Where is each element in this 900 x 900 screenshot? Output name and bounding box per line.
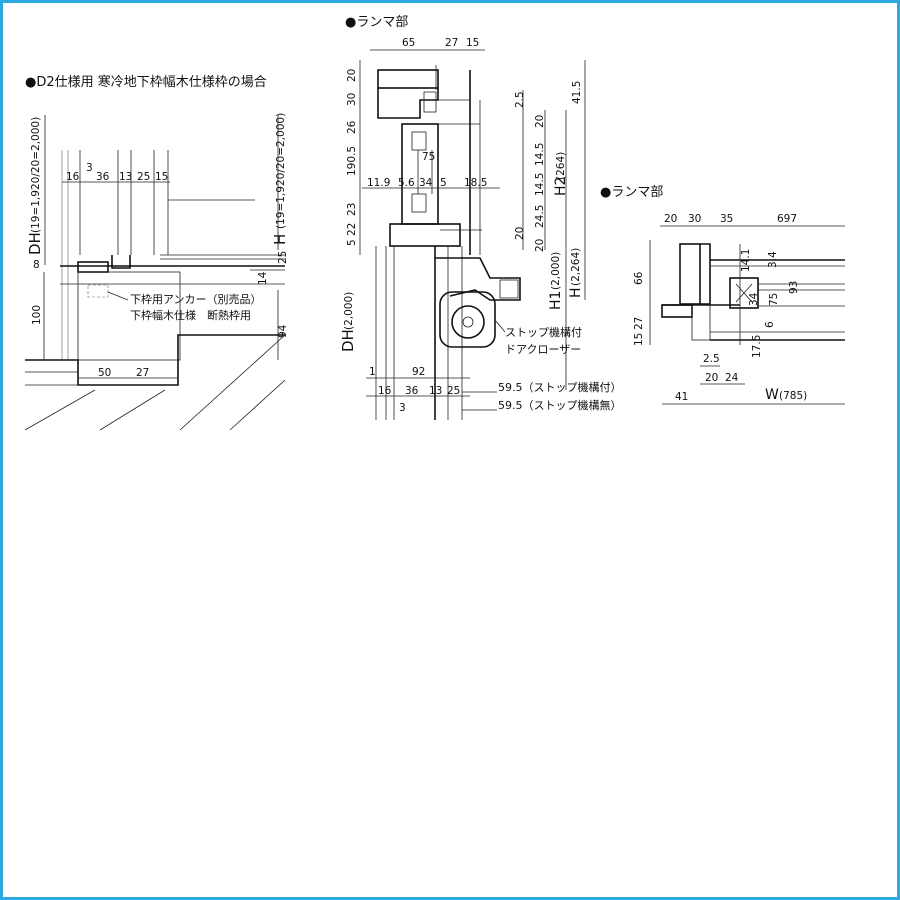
mid-dim-25: 25	[447, 385, 460, 397]
mid-note-59-5-a: 59.5（ストップ機構付）	[498, 380, 622, 394]
mid-h-label: H	[568, 287, 584, 298]
right-title: ●ランマ部	[600, 185, 663, 200]
right-dim-697: 697	[777, 213, 797, 225]
left-dim-8: 8	[33, 259, 40, 271]
left-dim-25: 25	[137, 171, 150, 183]
mid-dim-20b: 20	[514, 227, 526, 240]
right-dim-15: 15	[633, 333, 645, 346]
mid-dim-23: 23	[346, 203, 358, 216]
right-dim-24: 24	[725, 372, 739, 384]
left-dh-sub: (19=1,920/20=2,000)	[30, 117, 42, 233]
mid-h1-sub: (2,000)	[550, 252, 562, 290]
mid-title: ●ランマ部	[345, 15, 408, 30]
mid-dim-14-5a: 14.5	[534, 143, 546, 166]
right-dim-14-1: 14.1	[740, 249, 752, 272]
mid-h2-sub: (264)	[555, 152, 567, 180]
mid-dim-11-9: 11.9	[367, 177, 390, 189]
left-note-anchor: 下枠用アンカー（別売品）	[130, 292, 262, 306]
mid-dim-5b: 5	[440, 177, 447, 189]
mid-dim-5-6: 5.6	[398, 177, 415, 189]
left-dim-94: 94	[277, 324, 289, 338]
mid-dim-24-5: 24.5	[534, 205, 546, 228]
left-title: ●D2仕様用 寒冷地下枠幅木仕様枠の場合	[25, 74, 267, 90]
mid-dim-1: 1	[369, 366, 376, 378]
right-detail: ●ランマ部 20 30 35 697 66 27 15 14.1 3.4 34 …	[600, 185, 845, 405]
left-h-sub: (19=1,920/20=2,000)	[275, 113, 287, 229]
mid-dim-36: 36	[405, 385, 419, 397]
mid-dim-22: 22	[346, 223, 358, 236]
left-dim-13: 13	[119, 171, 132, 183]
mid-dim-14-5b: 14.5	[534, 173, 546, 196]
mid-dim-5: 5	[346, 239, 358, 246]
mid-dim-30: 30	[346, 93, 358, 106]
right-dim-20b: 20	[705, 372, 718, 384]
right-dim-27: 27	[633, 317, 645, 330]
right-w-sub: (785)	[779, 390, 807, 402]
mid-dim-190-5: 190.5	[346, 146, 358, 176]
mid-dim-2-5: 2.5	[514, 91, 526, 108]
right-dim-41: 41	[675, 391, 688, 403]
right-w-label: W	[765, 387, 779, 403]
mid-h-sub: (2,264)	[570, 248, 582, 286]
mid-dh-label: DH	[339, 329, 357, 352]
mid-dim-26: 26	[346, 120, 358, 134]
mid-dim-20: 20	[346, 69, 358, 82]
mid-dim-15: 15	[466, 37, 479, 49]
mid-dh-sub: (2,000)	[343, 292, 355, 330]
mid-dim-34: 34	[419, 177, 433, 189]
mid-h2-label: H2	[553, 177, 569, 196]
left-dim-100: 100	[31, 305, 43, 325]
mid-dim-41-5: 41.5	[571, 81, 583, 104]
right-dim-3-4: 3.4	[767, 251, 779, 268]
mid-dim-27: 27	[445, 37, 458, 49]
left-dim-36: 36	[96, 171, 110, 183]
left-dim-25-right: 25	[277, 251, 289, 264]
right-dim-6: 6	[764, 321, 776, 328]
right-dim-30: 30	[688, 213, 701, 225]
mid-dim-92: 92	[412, 366, 425, 378]
right-dim-34: 34	[748, 292, 760, 306]
mid-dim-65: 65	[402, 37, 415, 49]
mid-dim-20a: 20	[534, 115, 546, 128]
left-dim-14: 14	[257, 271, 269, 285]
mid-dim-3: 3	[399, 402, 406, 414]
left-dh-label: DH	[26, 232, 44, 255]
right-dim-75: 75	[768, 293, 780, 306]
mid-dim-16: 16	[378, 385, 392, 397]
right-dim-66: 66	[633, 271, 645, 285]
right-dim-2-5: 2.5	[703, 353, 720, 365]
left-dim-16: 16	[66, 171, 80, 183]
left-note-frame: 下枠幅木仕様 断熱枠用	[130, 308, 251, 322]
mid-dim-13: 13	[429, 385, 442, 397]
mid-dim-75: 75	[422, 151, 435, 163]
left-dim-50: 50	[98, 367, 111, 379]
right-dim-17-5: 17.5	[751, 335, 763, 358]
left-detail: ●D2仕様用 寒冷地下枠幅木仕様枠の場合 16 3 36 13 25 15 DH…	[24, 74, 289, 431]
mid-note-59-5-b: 59.5（ストップ機構無）	[498, 398, 622, 412]
left-dim-3: 3	[86, 162, 93, 174]
mid-dim-18-5: 18.5	[464, 177, 487, 189]
mid-h1-label: H1	[548, 291, 564, 310]
right-dim-35: 35	[720, 213, 733, 225]
left-h-label: H	[271, 234, 289, 245]
left-dim-27: 27	[136, 367, 149, 379]
right-dim-93: 93	[788, 281, 800, 294]
mid-note-closer: ドアクローザー	[505, 343, 581, 356]
mid-dim-20c: 20	[534, 239, 546, 252]
mid-note-stop: ストップ機構付	[505, 325, 582, 339]
right-dim-20: 20	[664, 213, 677, 225]
mid-detail: ●ランマ部 65 27 15 20 30 26 190.5 23 5 22 75	[339, 15, 622, 420]
left-dim-15: 15	[155, 171, 168, 183]
